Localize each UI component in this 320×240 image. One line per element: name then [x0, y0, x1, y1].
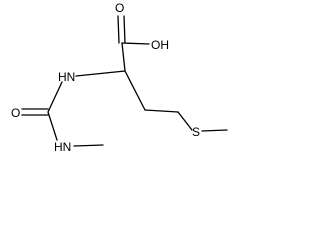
bond-alpha-nh [75, 70, 126, 77]
bond-acid-co-double-1 [117, 15, 120, 44]
bond-alpha-ch2 [124, 70, 146, 111]
atom-label-acid-oxygen: O [115, 1, 124, 15]
bond-acid-co-double-2 [123, 15, 126, 44]
bond-nh-methyl [73, 144, 104, 147]
bond-carboxyl-alpha [121, 42, 126, 72]
bond-ch2-ch2 [144, 109, 179, 113]
bond-acid-c-oh [121, 42, 150, 45]
atom-label-amine-nh: HN [58, 70, 75, 84]
bond-nh-urea-c [47, 81, 63, 113]
atom-label-urea-oxygen: O [11, 106, 20, 120]
structure-diagram: O OH HN O HN S [11, 1, 228, 154]
bond-s-ch3 [201, 129, 228, 132]
atom-label-methylamine-nh: HN [54, 140, 71, 154]
atom-label-hydroxyl: OH [151, 38, 169, 52]
bond-ch2-s [177, 111, 193, 131]
atom-label-sulfur: S [192, 125, 200, 139]
bond-urea-c-nh [47, 111, 58, 141]
